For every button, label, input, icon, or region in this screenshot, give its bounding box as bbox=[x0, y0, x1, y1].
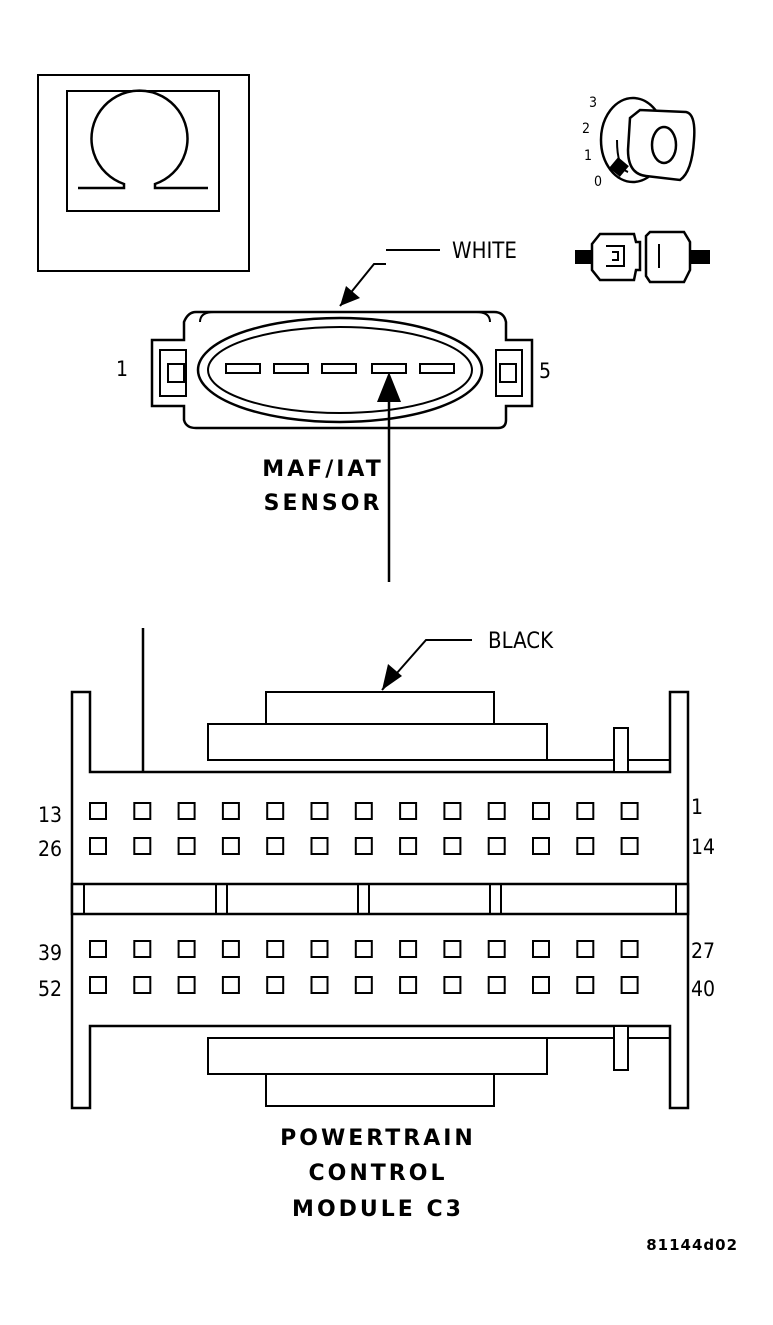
pcm-cavity bbox=[399, 976, 418, 994]
disconnected-connector-icon bbox=[575, 230, 710, 284]
maf-terminal bbox=[225, 363, 261, 374]
pcm-cavity bbox=[133, 802, 152, 820]
pcm-row-label-right: 27 bbox=[691, 939, 715, 963]
pcm-cavity bbox=[177, 976, 196, 994]
ignition-position-2: 2 bbox=[582, 121, 590, 137]
pcm-cavity bbox=[89, 976, 107, 994]
pcm-cavity bbox=[177, 837, 196, 855]
pcm-cavity bbox=[620, 802, 639, 820]
pcm-cavity bbox=[266, 802, 285, 820]
pcm-cavity bbox=[487, 976, 506, 994]
pcm-cavity bbox=[443, 837, 462, 855]
pcm-cavity bbox=[443, 802, 462, 820]
pcm-cavity bbox=[221, 802, 240, 820]
pcm-cavity bbox=[532, 802, 550, 820]
ignition-position-1: 1 bbox=[584, 148, 592, 164]
pcm-cavity bbox=[576, 802, 595, 820]
pcm-row-label-right: 40 bbox=[691, 977, 715, 1001]
pcm-row-label-right: 14 bbox=[691, 835, 715, 859]
pcm-cavity bbox=[443, 976, 462, 994]
maf-pin-right-number: 5 bbox=[539, 359, 551, 383]
maf-name-line1: MAF/IAT bbox=[262, 457, 384, 482]
pcm-cavity bbox=[133, 940, 152, 958]
pcm-c3-connector: BLACK 13 26 39 52 1 14 27 40 POWERTRAIN … bbox=[38, 629, 715, 1222]
pcm-cavity bbox=[354, 802, 373, 820]
pcm-cavity bbox=[310, 976, 329, 994]
pcm-cavity bbox=[354, 940, 373, 958]
maf-terminal bbox=[273, 363, 309, 374]
figure-code: 81144d02 bbox=[646, 1236, 738, 1254]
ignition-key-icon: 3 2 1 0 bbox=[582, 95, 696, 190]
pcm-cavity bbox=[620, 976, 639, 994]
pcm-cavity bbox=[177, 940, 196, 958]
pcm-name-line3: MODULE C3 bbox=[292, 1197, 464, 1222]
pcm-cavity bbox=[354, 976, 373, 994]
probe-maf-arrow bbox=[377, 372, 401, 582]
pcm-cavity bbox=[266, 976, 285, 994]
pcm-cavity bbox=[310, 837, 329, 855]
maf-right-latch bbox=[495, 349, 523, 397]
pcm-cavity bbox=[221, 940, 240, 958]
pcm-cavity bbox=[576, 976, 595, 994]
pcm-row-label-left: 52 bbox=[38, 977, 62, 1001]
maf-terminal bbox=[371, 363, 407, 374]
maf-color-label: WHITE bbox=[452, 239, 517, 264]
pcm-cavity bbox=[443, 940, 462, 958]
pcm-cavity bbox=[532, 940, 550, 958]
pcm-cavity bbox=[89, 940, 107, 958]
pcm-cavity bbox=[487, 837, 506, 855]
ignition-position-0: 0 bbox=[594, 174, 602, 190]
pcm-cavity bbox=[133, 837, 152, 855]
pcm-cavity bbox=[221, 976, 240, 994]
pcm-cavity bbox=[399, 802, 418, 820]
pcm-name-line2: CONTROL bbox=[309, 1161, 448, 1186]
maf-name-line2: SENSOR bbox=[264, 491, 383, 516]
maf-terminal bbox=[321, 363, 357, 374]
pcm-cavity bbox=[354, 837, 373, 855]
pcm-cavity bbox=[266, 837, 285, 855]
pcm-cavity bbox=[532, 976, 550, 994]
pcm-cavity-grid bbox=[89, 802, 639, 994]
ignition-position-3: 3 bbox=[589, 95, 597, 111]
ohm-symbol-icon bbox=[37, 74, 250, 272]
maf-outer-shroud bbox=[196, 316, 484, 424]
maf-terminal bbox=[419, 363, 455, 374]
pcm-cavity bbox=[89, 802, 107, 820]
pcm-cavity bbox=[620, 940, 639, 958]
pcm-cavity bbox=[310, 940, 329, 958]
pcm-row-label-right: 1 bbox=[691, 795, 703, 819]
black-leader-line bbox=[381, 639, 472, 691]
pcm-cavity bbox=[487, 802, 506, 820]
maf-pin-left-number: 1 bbox=[116, 357, 128, 381]
pcm-color-label: BLACK bbox=[488, 629, 554, 654]
pcm-cavity bbox=[487, 940, 506, 958]
white-leader-arrowhead bbox=[340, 286, 360, 306]
maf-iat-connector: WHITE 1 5 MAF/IAT SENSOR bbox=[116, 239, 551, 516]
maf-left-latch bbox=[159, 349, 187, 397]
pcm-name-line1: POWERTRAIN bbox=[280, 1126, 476, 1151]
pcm-cavity bbox=[399, 837, 418, 855]
pcm-row-label-left: 26 bbox=[38, 837, 62, 861]
pcm-cavity bbox=[310, 802, 329, 820]
pcm-cavity bbox=[266, 940, 285, 958]
pcm-row-label-left: 39 bbox=[38, 941, 62, 965]
pcm-cavity bbox=[89, 837, 107, 855]
pcm-cavity bbox=[133, 976, 152, 994]
pcm-cavity bbox=[221, 837, 240, 855]
pcm-cavity bbox=[532, 837, 550, 855]
pcm-row-label-left: 13 bbox=[38, 803, 62, 827]
pcm-cavity bbox=[576, 837, 595, 855]
pcm-cavity bbox=[177, 802, 196, 820]
pcm-cavity bbox=[399, 940, 418, 958]
maf-inner-shroud bbox=[207, 326, 473, 414]
pcm-cavity bbox=[576, 940, 595, 958]
pcm-cavity bbox=[620, 837, 639, 855]
